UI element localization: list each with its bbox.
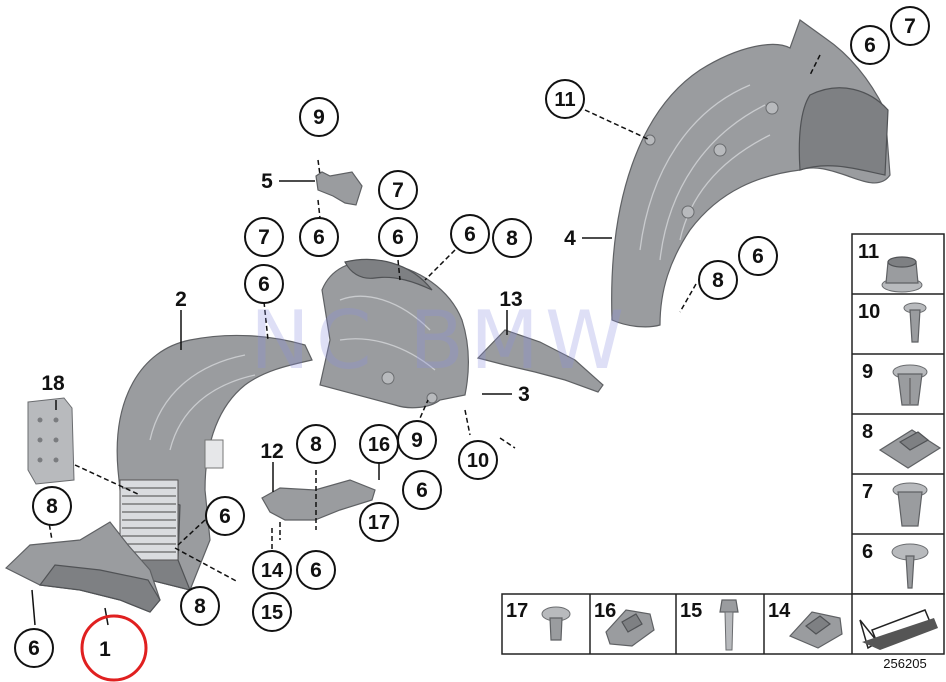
- part-5-clip-bracket: [315, 171, 363, 206]
- nut-icon: [881, 256, 923, 293]
- callout-7-left: 7: [258, 226, 270, 249]
- callout-6-front: 6: [219, 505, 231, 528]
- collar-screw-icon: [541, 606, 571, 641]
- screw-icon: [891, 543, 929, 589]
- diagram-reference-number: 256205: [883, 656, 926, 671]
- part-18-plate: [27, 397, 75, 485]
- cage-nut-icon: [788, 611, 843, 649]
- callout-8-lower: 8: [310, 433, 322, 456]
- callout-15: 15: [261, 602, 283, 624]
- legend-label-7: 7: [862, 481, 873, 503]
- callout-11: 11: [554, 89, 575, 111]
- callout-6-top-right: 6: [864, 34, 876, 57]
- callout-6-mid: 6: [464, 223, 476, 246]
- label-5: 5: [261, 170, 273, 193]
- callout-6-left: 6: [258, 273, 270, 296]
- fastener-legend-bottom: 17 16 15 14: [501, 593, 945, 655]
- push-clip-icon: [892, 482, 928, 527]
- label-13: 13: [499, 288, 522, 311]
- part-12-bracket: [261, 479, 376, 521]
- part-1-deflector: [4, 521, 161, 613]
- label-4: 4: [564, 227, 576, 250]
- legend-label-10: 10: [858, 301, 880, 323]
- callout-6-lower-mid: 6: [416, 479, 428, 502]
- legend-label-16: 16: [594, 600, 616, 622]
- callout-6-upper: 6: [392, 226, 404, 249]
- legend-label-15: 15: [680, 600, 702, 622]
- rivet-icon: [903, 302, 927, 343]
- legend-label-8: 8: [862, 421, 873, 443]
- fastener-legend-side: 11 10 9 8 7 6: [851, 233, 945, 595]
- callout-8-mid: 8: [506, 227, 518, 250]
- callout-10: 10: [467, 450, 489, 472]
- callout-8-right: 8: [712, 269, 724, 292]
- label-2: 2: [175, 288, 187, 311]
- legend-label-6: 6: [862, 541, 873, 563]
- label-3: 3: [518, 383, 530, 406]
- part-13-bracket: [476, 329, 604, 393]
- label-18: 18: [41, 372, 65, 395]
- part-4-wheel-arch-liner: [611, 19, 891, 328]
- part-3-inner-liner: [319, 258, 470, 409]
- callout-6-bottom-left: 6: [28, 637, 40, 660]
- speed-nut-icon: [605, 609, 655, 647]
- callout-8-front: 8: [194, 595, 206, 618]
- callout-1: 1: [99, 638, 111, 661]
- highlight-circle: [80, 614, 148, 682]
- label-12: 12: [260, 440, 283, 463]
- part-2-front-liner: [116, 334, 313, 591]
- legend-label-17: 17: [506, 600, 528, 622]
- callout-9-top: 9: [313, 106, 325, 129]
- clip-nut-icon: [878, 429, 942, 469]
- callout-6-right: 6: [752, 245, 764, 268]
- callout-17: 17: [368, 512, 390, 534]
- callout-7-upper: 7: [392, 179, 404, 202]
- bolt-icon: [719, 599, 739, 651]
- callout-6-bracket: 6: [313, 226, 325, 249]
- legend-label-9: 9: [862, 361, 873, 383]
- direction-arrow-icon: [859, 609, 938, 650]
- callout-8-left: 8: [46, 495, 58, 518]
- callouts: 9 6 7 6 7 6 6 8 11 6 7 8 6 9 10 8 16: [14, 6, 930, 682]
- expanding-nut-icon: [892, 364, 928, 406]
- callout-14: 14: [261, 560, 284, 582]
- watermark: NC BMW: [250, 294, 630, 387]
- legend-label-14: 14: [768, 600, 791, 622]
- legend-label-11: 11: [858, 241, 879, 263]
- callout-6-lower: 6: [310, 559, 322, 582]
- callout-7-top-right: 7: [904, 15, 916, 38]
- callout-9-mid: 9: [411, 429, 423, 452]
- callout-16: 16: [368, 434, 390, 456]
